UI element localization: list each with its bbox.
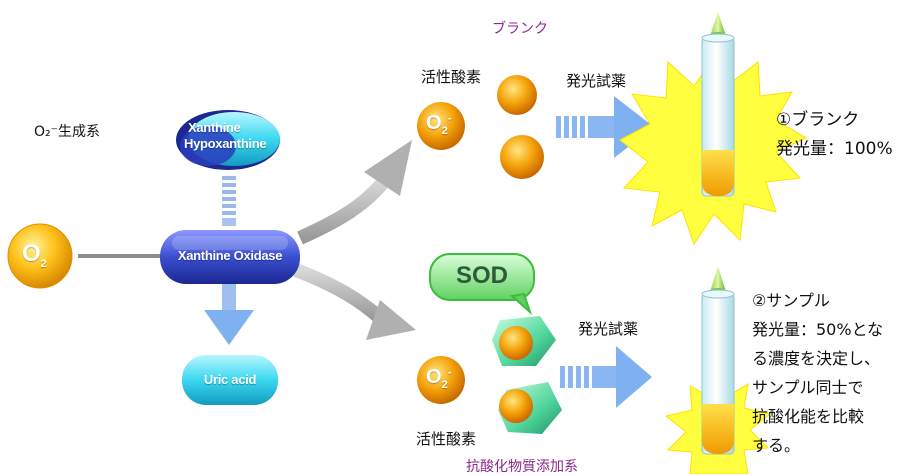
active-oxygen-label-top: 活性酸素 [421, 68, 482, 86]
o2-system-label: O₂⁻生成系 [34, 124, 101, 140]
result-sample-line: サンプル同士で [752, 378, 864, 397]
orange-orb-icon [500, 135, 544, 179]
sod-bubble [429, 253, 535, 316]
active-oxygen-label-bottom: 活性酸素 [416, 430, 477, 448]
xanthine-oxidase-pill [160, 230, 300, 284]
o2-molecule-icon [7, 223, 73, 289]
hypoxanthine-label: Hypoxanthine [184, 136, 267, 151]
xanthine-oxidase-label: Xanthine Oxidase [177, 248, 283, 263]
result-blank: ①ブランク 発光量：100% [776, 106, 893, 164]
superoxide-bottom-icon [417, 356, 465, 404]
result-sample-line: ②サンプル [752, 291, 830, 310]
result-sample-line: る濃度を決定し、 [752, 349, 881, 368]
test-tube-bottom-icon [701, 266, 735, 455]
result-sample: ②サンプル 発光量：50%とな る濃度を決定し、 サンプル同士で 抗酸化能を比較… [752, 286, 883, 460]
xanthine-dashed-connector [222, 176, 236, 226]
orange-orb-icon [497, 75, 537, 115]
antioxidant-system-label: 抗酸化物質添加系 [466, 459, 578, 475]
luminescent-reagent-label-bottom: 発光試薬 [578, 320, 639, 338]
superoxide-top-label: O2- [426, 112, 452, 137]
luminescent-reagent-label-top: 発光試薬 [566, 72, 627, 90]
test-tube-top-icon [701, 12, 735, 197]
o2-label: O2 [22, 240, 47, 270]
uric-acid-pill [182, 355, 278, 405]
result-blank-line1: ①ブランク [776, 110, 860, 130]
xanthine-pill [176, 110, 280, 170]
result-sample-line: 抗酸化能を比較 [752, 407, 865, 426]
superoxide-top-icon [417, 102, 465, 150]
sod-enzyme-icon [492, 316, 556, 366]
sod-label: SOD [455, 262, 508, 289]
curved-arrow-down-icon [293, 263, 416, 340]
blank-title: ブランク [492, 21, 548, 37]
curved-arrow-up-icon [297, 140, 412, 245]
reagent-arrow-bottom-icon [560, 346, 652, 408]
uric-acid-label: Uric acid [203, 372, 257, 387]
sod-enzyme-icon [498, 382, 562, 434]
result-blank-line2: 発光量：100% [776, 139, 893, 159]
xanthine-label: Xanthine [188, 120, 241, 135]
result-sample-line: する。 [752, 436, 801, 455]
superoxide-bottom-label: O2- [426, 366, 452, 391]
result-sample-line: 発光量：50%とな [752, 320, 884, 339]
